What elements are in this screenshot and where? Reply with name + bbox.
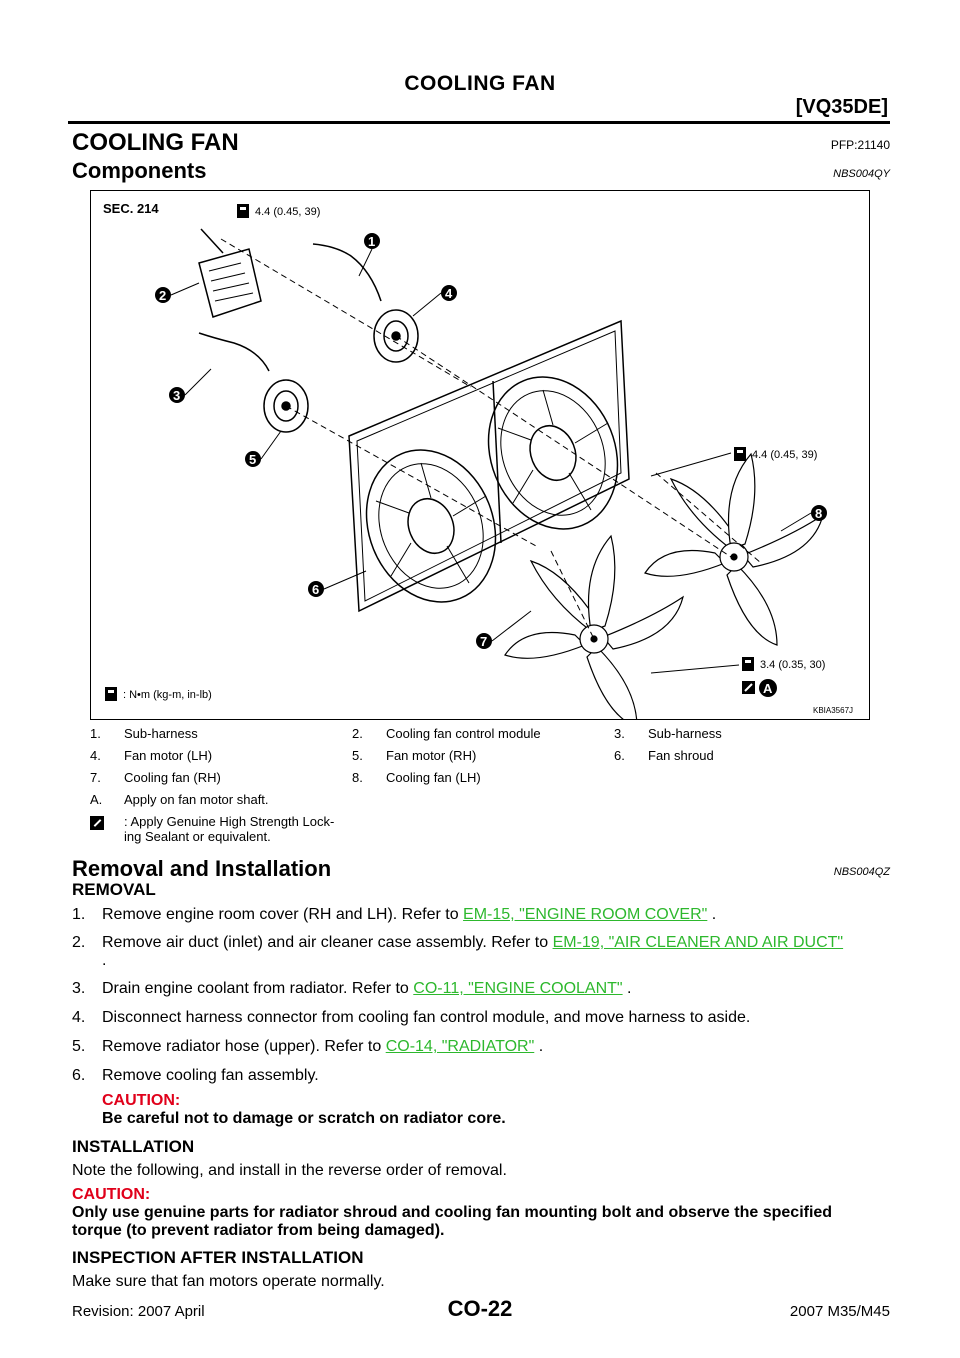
torque-wrench-icon — [237, 204, 249, 218]
legend-text: Sub-harness — [648, 726, 722, 741]
legend-number: 1. — [90, 726, 101, 741]
step-text: . — [707, 906, 717, 923]
callout-a: A — [763, 681, 773, 696]
inspection-text: Make sure that fan motors operate normal… — [72, 1273, 385, 1290]
installation-heading: INSTALLATION — [72, 1137, 195, 1156]
step-number: 3. — [72, 980, 86, 997]
callout-2: 2 — [159, 288, 166, 303]
section-title: COOLING FAN — [72, 129, 239, 156]
removal-step-2-cont: . — [102, 952, 107, 969]
units-legend: : N•m (kg-m, in-lb) — [123, 689, 212, 701]
cooling-fan-control-module — [198, 228, 262, 318]
legend-text: Fan shroud — [648, 748, 714, 763]
step-number: 2. — [72, 934, 86, 951]
sealant-note-line-2: ing Sealant or equivalent. — [124, 829, 271, 844]
installation-text: Note the following, and install in the r… — [72, 1162, 507, 1179]
figure-id: KBIA3567J — [813, 706, 853, 715]
callout-5: 5 — [249, 452, 256, 467]
legend-number: 8. — [352, 770, 363, 785]
sec-label: SEC. 214 — [103, 201, 159, 216]
step-number: 6. — [72, 1067, 86, 1084]
link-air-cleaner-and-air-duct[interactable]: EM-19, "AIR CLEANER AND AIR DUCT" — [552, 934, 844, 951]
step-text: . — [622, 980, 632, 997]
legend-number: 4. — [90, 748, 101, 763]
legend-text: Fan motor (LH) — [124, 748, 213, 763]
torque-wrench-icon — [734, 447, 746, 461]
legend-text: Apply on fan motor shaft. — [124, 792, 269, 807]
fan-motor-rh — [198, 332, 309, 433]
callout-4: 4 — [445, 286, 453, 301]
link-engine-coolant[interactable]: CO-11, "ENGINE COOLANT" — [413, 980, 623, 997]
step-text: Remove air duct (inlet) and air cleaner … — [102, 934, 553, 951]
running-header-title: COOLING FAN — [404, 72, 556, 95]
link-radiator[interactable]: CO-14, "RADIATOR" — [385, 1038, 535, 1055]
removal-installation-heading: Removal and Installation — [72, 856, 332, 881]
legend-number: A. — [90, 792, 103, 807]
callout-8: 8 — [815, 506, 822, 521]
fan-shroud — [348, 319, 630, 613]
step-number: 5. — [72, 1038, 86, 1055]
callout-7: 7 — [480, 634, 487, 649]
sealant-icon — [742, 681, 755, 694]
step-number: 4. — [72, 1009, 86, 1026]
legend-number: 6. — [614, 748, 625, 763]
sealant-icon — [90, 816, 104, 830]
installation-caution-line-2: torque (to prevent radiator from being d… — [72, 1222, 445, 1239]
removal-step-2: 2. Remove air duct (inlet) and air cleane… — [72, 934, 892, 952]
step-number: 1. — [72, 906, 86, 923]
step-text: Remove radiator hose (upper). Refer to — [102, 1038, 386, 1055]
header-rule — [68, 121, 890, 124]
step-text: Drain engine coolant from radiator. Refe… — [102, 980, 414, 997]
removal-step-5: 5. Remove radiator hose (upper). Refer to… — [72, 1038, 892, 1056]
legend-text: Cooling fan (RH) — [124, 770, 221, 785]
components-heading: Components — [72, 158, 207, 183]
cooling-fan-rh — [504, 534, 684, 728]
cooling-fan-lh — [644, 452, 824, 646]
legend-number: 5. — [352, 748, 363, 763]
step-text: . — [534, 1038, 544, 1055]
legend-text: Cooling fan control module — [386, 726, 541, 741]
step-text: Remove cooling fan assembly. — [102, 1067, 319, 1084]
link-engine-room-cover[interactable]: EM-15, "ENGINE ROOM COVER" — [463, 906, 708, 923]
legend-number: 2. — [352, 726, 363, 741]
removal-caution-text: Be careful not to damage or scratch on r… — [102, 1110, 506, 1127]
installation-caution-line-1: Only use genuine parts for radiator shro… — [72, 1204, 833, 1221]
components-diagram: SEC. 214 4.4 (0.45, 39) — [90, 190, 870, 728]
page-number: CO-22 — [447, 1296, 513, 1321]
removal-step-3: 3. Drain engine coolant from radiator. Re… — [72, 980, 892, 998]
removal-step-4: 4. Disconnect harness connector from cool… — [72, 1009, 892, 1027]
callout-6: 6 — [312, 582, 319, 597]
legend-text: Cooling fan (LH) — [386, 770, 481, 785]
legend-text: Sub-harness — [124, 726, 198, 741]
model-name: 2007 M35/M45 — [789, 1303, 890, 1320]
torque-spec-middle: 4.4 (0.45, 39) — [752, 449, 817, 461]
removal-installation-code: NBS004QZ — [833, 866, 890, 878]
removal-caution-label: CAUTION: — [102, 1092, 181, 1109]
torque-wrench-icon — [742, 657, 754, 671]
torque-spec-bottom: 3.4 (0.35, 30) — [760, 659, 825, 671]
installation-caution-label: CAUTION: — [72, 1186, 151, 1203]
callout-1: 1 — [368, 234, 375, 249]
engine-code: [VQ35DE] — [795, 96, 888, 118]
removal-heading: REMOVAL — [72, 880, 156, 899]
legend-number: 3. — [614, 726, 625, 741]
step-text: Remove engine room cover (RH and LH). Re… — [102, 906, 464, 923]
inspection-heading: INSPECTION AFTER INSTALLATION — [72, 1248, 364, 1267]
sealant-note-line-1: : Apply Genuine High Strength Lock- — [124, 814, 335, 829]
step-text: Disconnect harness connector from coolin… — [102, 1009, 751, 1026]
torque-wrench-icon — [105, 687, 117, 701]
components-code: NBS004QY — [833, 168, 890, 180]
legend-text: Fan motor (RH) — [386, 748, 477, 763]
revision-date: Revision: 2007 April — [72, 1303, 205, 1320]
torque-spec-top: 4.4 (0.45, 39) — [255, 206, 320, 218]
pfp-code: PFP:21140 — [830, 138, 890, 152]
removal-step-6: 6. Remove cooling fan assembly. — [72, 1067, 892, 1085]
legend-number: 7. — [90, 770, 101, 785]
removal-step-1: 1. Remove engine room cover (RH and LH). … — [72, 906, 892, 924]
callout-3: 3 — [173, 388, 180, 403]
components-legend: 1. Sub-harness 2. Cooling fan control modu… — [90, 726, 880, 854]
